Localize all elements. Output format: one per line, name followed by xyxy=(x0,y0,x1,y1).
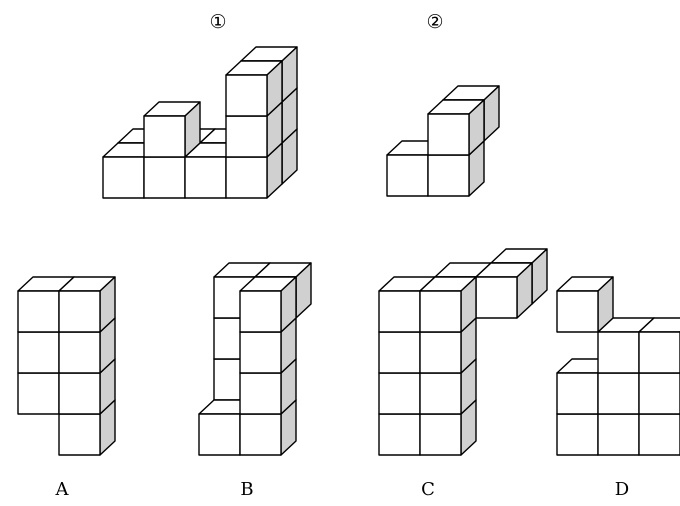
label-shape-2: ② xyxy=(426,11,443,33)
cube-front-face xyxy=(378,331,421,374)
cube-front-face xyxy=(239,413,282,456)
cube-front-face xyxy=(419,413,462,456)
cube-front-face xyxy=(58,331,101,374)
cube xyxy=(475,262,533,319)
cube xyxy=(556,276,614,333)
cube-front-face xyxy=(597,331,640,374)
cube xyxy=(638,317,680,374)
cube-front-face xyxy=(638,413,680,456)
cube xyxy=(427,99,485,156)
cube-front-face xyxy=(225,115,268,158)
option-d-shape xyxy=(556,276,680,456)
shape-1 xyxy=(102,46,298,199)
cube-front-face xyxy=(556,290,599,333)
cube-front-face xyxy=(427,113,470,156)
cube-front-face xyxy=(225,156,268,199)
cube-front-face xyxy=(638,372,680,415)
cube-front-face xyxy=(17,372,60,415)
cube xyxy=(419,276,477,333)
cube-front-face xyxy=(597,372,640,415)
cube-front-face xyxy=(419,331,462,374)
cube-front-face xyxy=(58,372,101,415)
cube-front-face xyxy=(378,413,421,456)
cube-front-face xyxy=(102,156,145,199)
cube-front-face xyxy=(143,115,186,158)
option-b-shape xyxy=(198,262,312,456)
cube-front-face xyxy=(556,413,599,456)
cube-front-face xyxy=(597,413,640,456)
cube xyxy=(58,276,116,333)
cube-front-face xyxy=(419,372,462,415)
cube-front-face xyxy=(386,154,429,197)
cube-front-face xyxy=(225,74,268,117)
cube-front-face xyxy=(198,413,241,456)
label-option-a: A xyxy=(55,479,70,500)
cube-front-face xyxy=(427,154,470,197)
cube-front-face xyxy=(58,290,101,333)
cube-front-face xyxy=(184,156,227,199)
cube-front-face xyxy=(17,290,60,333)
cube xyxy=(239,276,297,333)
cube-front-face xyxy=(378,290,421,333)
cube-front-face xyxy=(638,331,680,374)
cube-front-face xyxy=(239,372,282,415)
option-a-shape xyxy=(17,276,116,456)
label-option-c: C xyxy=(421,479,435,500)
cube-front-face xyxy=(475,276,518,319)
cube-front-face xyxy=(143,156,186,199)
cube-front-face xyxy=(556,372,599,415)
cube-front-face xyxy=(58,413,101,456)
cube-drawings xyxy=(17,46,680,456)
cube-front-face xyxy=(239,331,282,374)
cube-front-face xyxy=(378,372,421,415)
option-c-shape xyxy=(378,248,548,456)
label-option-b: B xyxy=(240,479,253,500)
label-shape-1: ① xyxy=(209,11,226,33)
cube-front-face xyxy=(419,290,462,333)
cube-front-face xyxy=(239,290,282,333)
cube xyxy=(225,60,283,117)
cube xyxy=(143,101,201,158)
label-option-d: D xyxy=(615,479,629,500)
cube-front-face xyxy=(17,331,60,374)
shape-2 xyxy=(386,85,500,197)
